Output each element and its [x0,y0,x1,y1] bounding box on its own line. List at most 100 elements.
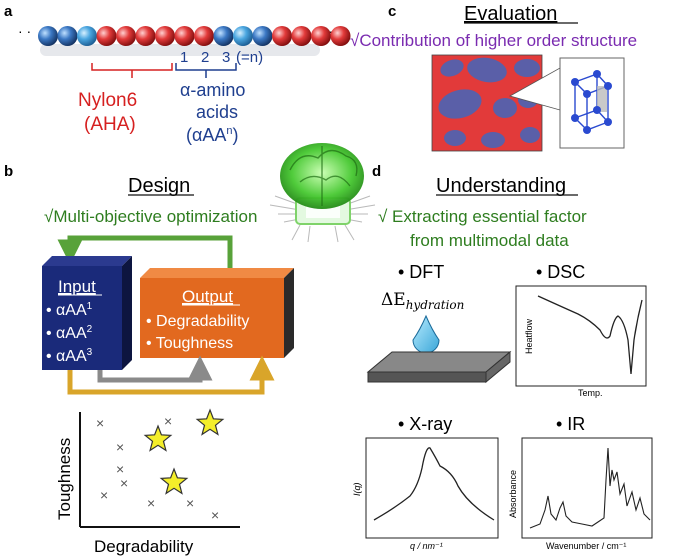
monomer-number-3: 3 [222,49,230,66]
chain-bead [57,26,78,46]
star-marker [195,408,225,436]
amino-bracket [175,63,237,78]
amino-abbr: (αAA [186,125,226,145]
input-item-2: • αAA2 [46,324,93,342]
ir-label: • IR [556,414,585,434]
output-box-side [284,268,294,358]
dsc-xlabel: Temp. [578,388,603,398]
dft-formula: ΔEhydration [381,290,464,312]
output-box [140,278,284,358]
chain-shadow [40,44,320,56]
input-output-arrow [97,355,213,383]
input-title: Input [58,277,96,296]
xray-ylabel: I(q) [352,482,362,496]
chain-bead [291,26,312,46]
amino-label-3: (αAAn) [186,125,239,145]
panel-d-title: Understanding [436,175,566,197]
amino-label-1: α-amino [180,80,245,100]
panel-a: a · · · · 1 2 3 (=n) Nylon6 (AHA) α-amin… [4,3,351,145]
cross-mark: × [116,439,124,455]
chain-bead [272,26,292,46]
panel-b: b Design √Multi-objective optimization I… [4,163,294,556]
gold-flow-arrow [67,355,275,395]
input-item-3: • αAA3 [46,347,93,365]
water-droplet-icon [412,314,440,354]
xray-plot-frame [365,437,499,539]
ir-plot-frame [521,437,653,539]
chain-bead [330,26,351,46]
chain-bead [233,26,253,46]
chain-ellipsis-left: · · [18,23,31,39]
star-marker [143,424,173,452]
xray-curve [373,447,495,521]
input-box [42,266,122,370]
cross-mark: × [147,495,155,511]
chain-bead [213,26,234,46]
dsc-curve [537,295,643,375]
amino-label-2: acids [196,102,238,122]
unit-cell-inset [559,57,625,149]
nylon-label-1: Nylon6 [78,90,137,111]
ir-xlabel: Wavenumber / cm⁻¹ [546,541,626,551]
input-item-1: • αAA1 [46,301,93,319]
cross-mark: × [116,461,124,477]
output-title: Output [182,287,233,306]
n-note: (=n) [236,49,263,66]
dsc-label: • DSC [536,262,585,282]
panel-b-title: Design [128,175,190,197]
amino-close: ) [233,125,239,145]
chain-bead [77,26,97,46]
nylon-bracket [91,63,173,78]
dsc-ylabel: Heatflow [524,318,534,354]
chain-bead [311,26,331,46]
panel-b-label: b [4,163,13,180]
cross-mark: × [211,507,219,523]
cross-mark: × [120,475,128,491]
ir-curve [529,447,651,529]
ir-ylabel: Absorbance [508,470,518,518]
input-box-top [42,256,132,266]
pareto-scatter: Toughness Degradability × × × × × × × × … [55,408,240,556]
panel-d-label: d [372,163,381,180]
panel-c-title: Evaluation [464,3,557,25]
amino-sup: n [226,125,232,137]
unit-cell-atoms [571,70,612,134]
chain-bead [38,26,58,46]
panel-d: d Understanding √ Extracting essential f… [352,163,653,551]
panel-c-subtitle: √Contribution of higher order structure [350,31,637,50]
cross-mark: × [186,495,194,511]
output-box-top [140,268,294,278]
panel-a-label: a [4,3,13,20]
monomer-number-2: 2 [201,49,209,66]
chain-bead [174,26,195,46]
chain-bead [96,26,117,46]
cross-mark: × [164,413,172,429]
chain-bead [135,26,156,46]
feedback-arrow [57,235,233,268]
chain-bead [252,26,273,46]
xray-label: • X-ray [398,414,452,434]
panel-d-subtitle-1: √ Extracting essential factor [378,207,587,226]
scatter-xlabel: Degradability [94,537,194,556]
nylon-label-2: (AHA) [84,114,136,135]
chain-bead [116,26,136,46]
substrate-slab [366,351,512,373]
ai-brain-icon [269,143,376,243]
chain-bead [194,26,214,46]
panel-b-subtitle: √Multi-objective optimization [44,207,257,226]
output-item-1: • Degradability [146,313,249,330]
scatter-ylabel: Toughness [55,438,74,520]
cross-mark: × [100,487,108,503]
star-marker [159,467,189,495]
input-box-side [122,256,132,370]
panel-c: c Evaluation √Contribution of higher ord… [350,3,637,152]
panel-c-label: c [388,3,396,20]
xray-xlabel: q / nm⁻¹ [410,541,443,551]
monomer-number-1: 1 [180,49,188,66]
dsc-plot-frame [515,285,647,387]
cross-mark: × [96,415,104,431]
dft-label: • DFT [398,262,444,282]
panel-d-subtitle-2: from multimodal data [410,231,569,250]
chain-bead [155,26,175,46]
